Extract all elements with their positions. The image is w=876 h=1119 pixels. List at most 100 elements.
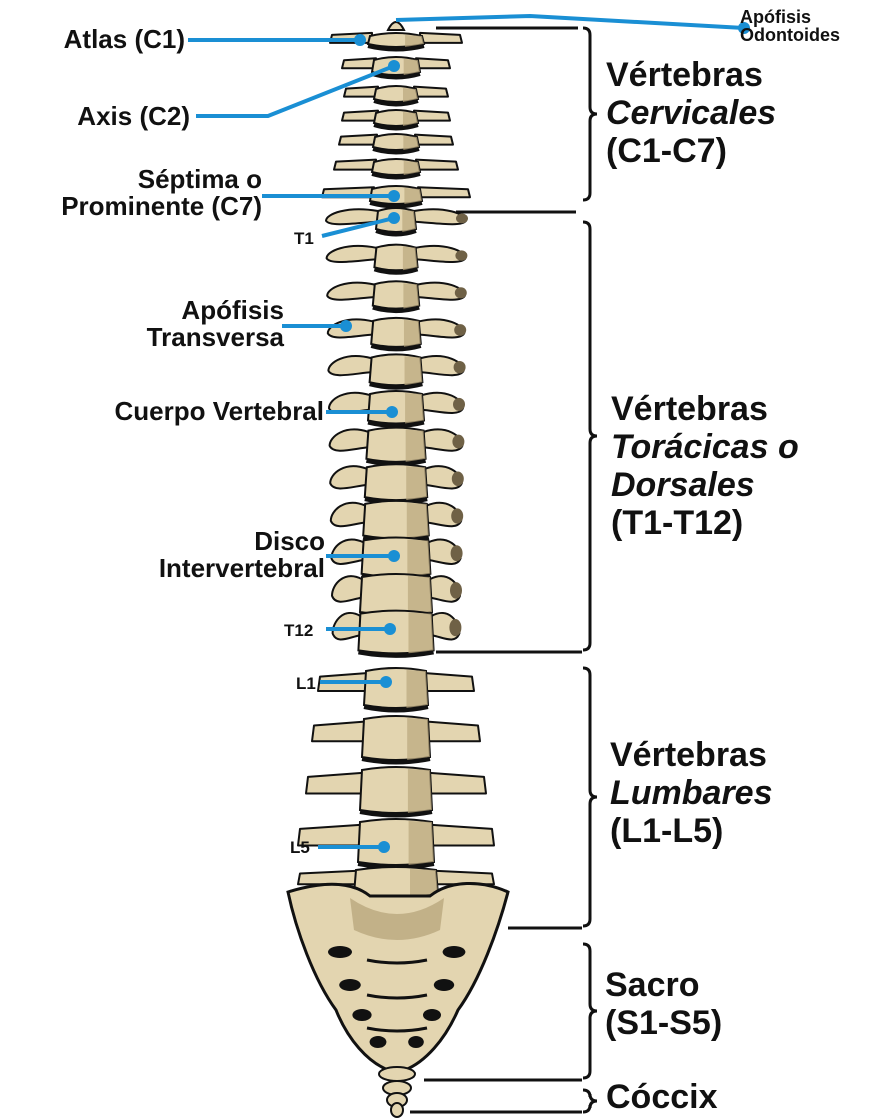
region-sacrum: Sacro (S1-S5) xyxy=(605,966,722,1042)
label-odontoid-process: Apófisis Odontoides xyxy=(740,8,870,44)
pointer-t1-dot xyxy=(388,212,400,224)
region-thoracic-line3: (T1-T12) xyxy=(611,504,799,542)
label-intervertebral-disc: Disco Intervertebral xyxy=(100,528,325,583)
bracket-coccyx xyxy=(583,1090,597,1112)
region-sacrum-line2: (S1-S5) xyxy=(605,1004,722,1042)
region-coccyx-line1: Cóccix xyxy=(606,1078,718,1116)
sacral-foramen xyxy=(408,1036,424,1048)
region-lumbar: Vértebras Lumbares (L1-L5) xyxy=(610,736,773,850)
thoracic-vertebra-2 xyxy=(327,245,468,273)
pointer-transverse-dot xyxy=(340,320,352,332)
region-thoracic-line2b: Dorsales xyxy=(611,466,799,504)
thoracic-vertebra-6 xyxy=(329,391,465,426)
label-t1: T1 xyxy=(294,230,314,247)
odontoid-process xyxy=(388,22,404,30)
transverse-process-right xyxy=(414,87,448,97)
pointer-c7-dot xyxy=(388,190,400,202)
process-shadow xyxy=(455,287,467,298)
lumbar-vertebra-2 xyxy=(312,716,480,763)
thoracic-vertebra-5 xyxy=(328,354,465,387)
transverse-process-right xyxy=(414,111,450,121)
region-coccyx: Cóccix xyxy=(606,1078,718,1116)
coccygeal-segment-4 xyxy=(391,1103,403,1117)
region-thoracic-line1: Vértebras xyxy=(611,390,799,428)
transverse-process-left xyxy=(331,540,363,564)
thoracic-vertebra-7 xyxy=(330,428,465,465)
transverse-process-left xyxy=(331,503,365,526)
transverse-process-left xyxy=(327,283,375,300)
transverse-process-right xyxy=(428,773,486,794)
sacral-foramen xyxy=(328,946,352,958)
region-lumbar-line3: (L1-L5) xyxy=(610,812,773,850)
transverse-process-right xyxy=(420,33,462,43)
pointer-body-dot xyxy=(386,406,398,418)
label-c7: Séptima o Prominente (C7) xyxy=(0,166,262,221)
pointer-atlas-dot xyxy=(354,34,366,46)
body-shading xyxy=(406,430,426,462)
body-shading xyxy=(406,466,427,500)
sacral-foramen xyxy=(339,979,361,991)
label-t12: T12 xyxy=(284,622,313,639)
label-l5: L5 xyxy=(290,839,310,856)
process-shadow xyxy=(451,545,463,561)
transverse-process-right xyxy=(418,187,470,197)
sacrum-body xyxy=(288,883,508,1070)
lumbar-vertebra-3 xyxy=(306,767,486,816)
region-cervical-line3: (C1-C7) xyxy=(606,132,776,170)
body-shading xyxy=(407,718,430,760)
thoracic-vertebra-9 xyxy=(331,501,463,541)
coccyx-illustration xyxy=(379,1067,415,1117)
thoracic-vertebra-12 xyxy=(333,611,462,656)
process-shadow xyxy=(454,361,466,373)
pointer-axis-dot xyxy=(388,60,400,72)
process-shadow xyxy=(455,250,467,260)
thoracic-vertebra-8 xyxy=(330,464,464,502)
transverse-process-left xyxy=(312,722,366,742)
vertebral-column-illustration xyxy=(298,22,494,900)
region-cervical: Vértebras Cervicales (C1-C7) xyxy=(606,56,776,170)
pointer-l1-dot xyxy=(380,676,392,688)
process-shadow xyxy=(450,582,462,599)
transverse-process-right xyxy=(424,673,474,691)
body-shading xyxy=(405,393,424,424)
transverse-process-left xyxy=(327,246,377,262)
body-shading xyxy=(407,670,429,708)
body-shading xyxy=(409,821,434,865)
pointer-l5-dot xyxy=(378,841,390,853)
transverse-process-left xyxy=(339,135,377,145)
pointer-t12-dot xyxy=(384,623,396,635)
lumbar-vertebra-4 xyxy=(298,819,494,868)
transverse-process-left xyxy=(330,466,367,488)
body-shading xyxy=(402,210,416,232)
transverse-process-right xyxy=(430,825,494,846)
sacral-foramen xyxy=(443,946,466,958)
process-shadow xyxy=(451,508,463,523)
coccygeal-segment-1 xyxy=(379,1067,415,1081)
body-shading xyxy=(403,283,419,308)
body-shading xyxy=(403,247,418,271)
sacrum-illustration xyxy=(288,883,508,1070)
process-shadow xyxy=(456,214,468,224)
cervical-vertebra-4 xyxy=(342,110,450,129)
process-shadow xyxy=(453,398,465,411)
process-shadow xyxy=(452,435,464,449)
label-axis: Axis (C2) xyxy=(20,103,190,130)
process-shadow xyxy=(449,619,461,636)
sacral-foramen xyxy=(352,1009,371,1021)
transverse-process-left xyxy=(332,576,362,601)
body-shading xyxy=(408,613,433,654)
transverse-process-left xyxy=(334,160,376,170)
label-l1: L1 xyxy=(296,675,316,692)
sacral-foramen xyxy=(434,979,454,991)
sacral-foramen xyxy=(423,1009,441,1021)
body-shading xyxy=(405,356,423,385)
body-shading xyxy=(407,503,429,539)
region-lumbar-line2: Lumbares xyxy=(610,774,773,812)
bracket-lumbar xyxy=(583,668,597,926)
region-cervical-line1: Vértebras xyxy=(606,56,776,94)
process-shadow xyxy=(452,472,464,487)
transverse-process-right xyxy=(416,160,458,170)
process-shadow xyxy=(454,324,466,336)
bracket-thoracic xyxy=(583,222,597,650)
thoracic-vertebra-3 xyxy=(327,281,467,311)
